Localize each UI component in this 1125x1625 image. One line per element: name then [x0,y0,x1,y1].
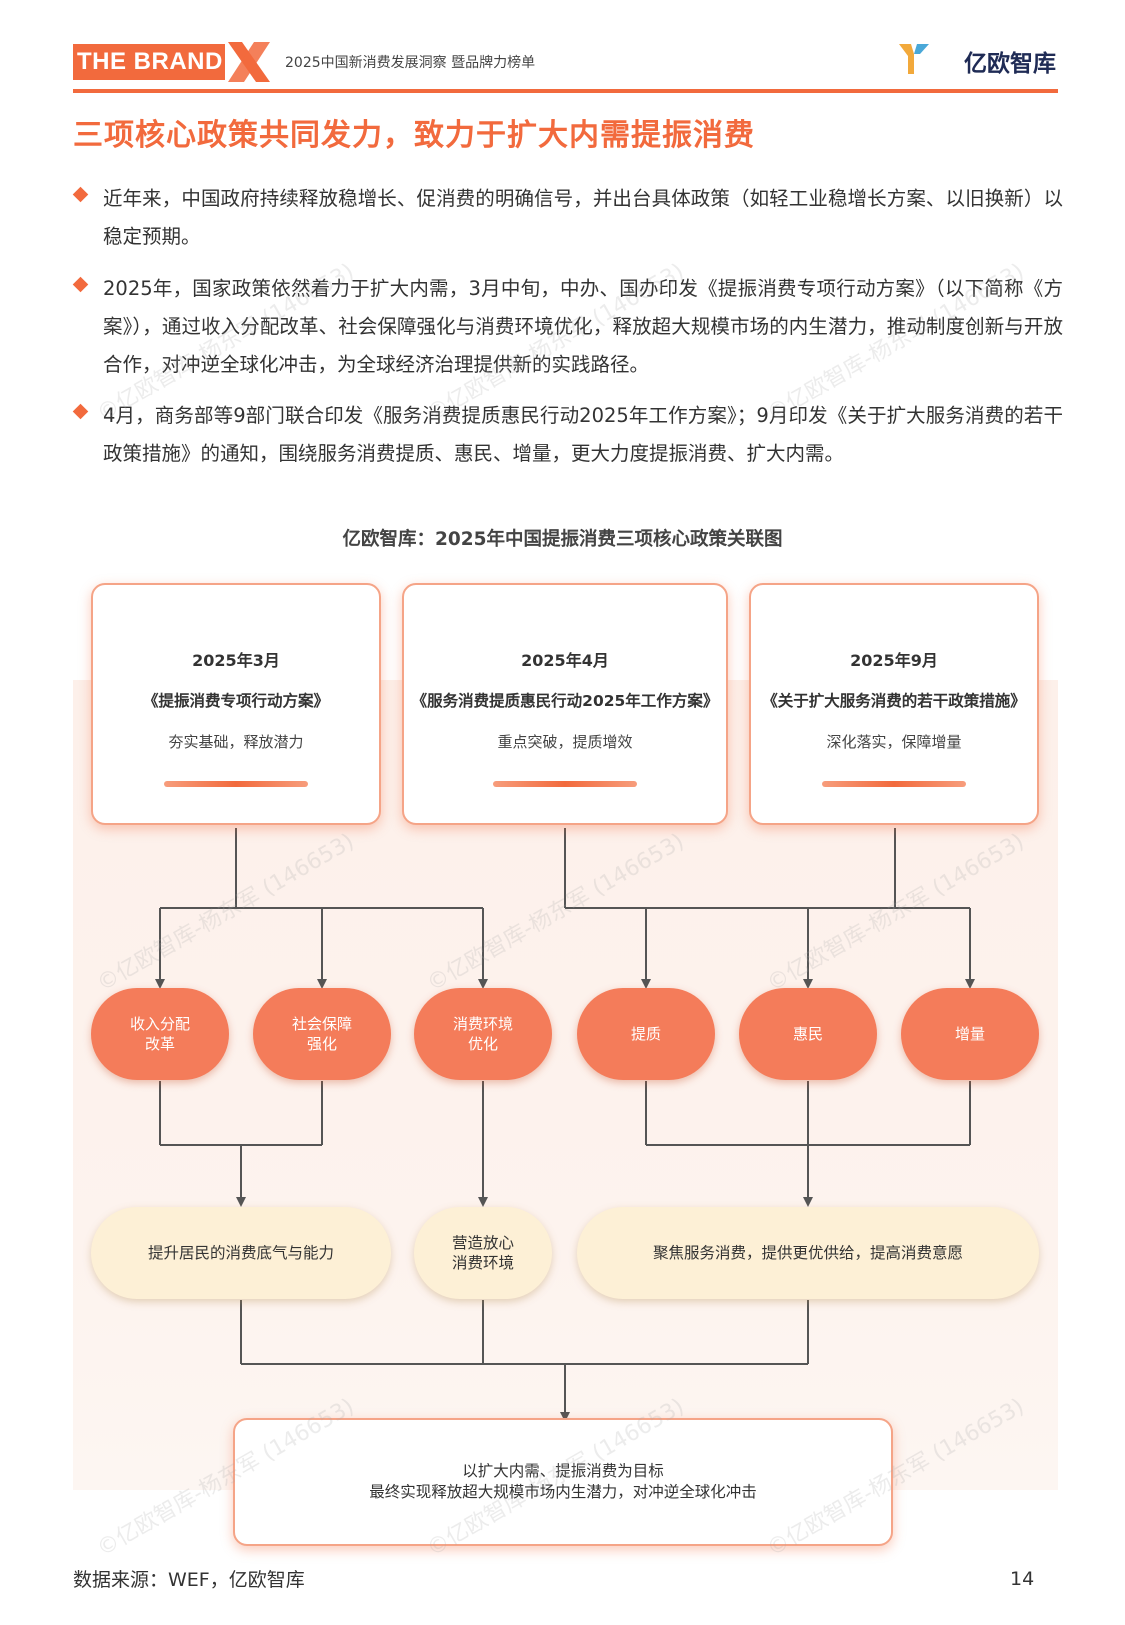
diamond-bullet-icon [72,186,89,203]
report-subtitle: 2025中国新消费发展洞察 暨品牌力榜单 [285,55,536,71]
bullet-text: 2025年，国家政策依然着力于扩大内需，3月中旬，中办、国办印发《提振消费专项行… [103,277,1063,376]
data-source: 数据来源：WEF，亿欧智库 [73,1569,305,1591]
final-goal-box: 以扩大内需、提振消费为目标 最终实现释放超大规模市场内生潜力，对冲逆全球化冲击 [233,1418,893,1546]
page-title: 三项核心政策共同发力，致力于扩大内需提振消费 [73,118,755,153]
pill-line: 强化 [306,1035,337,1053]
bullet-1: 近年来，中国政府持续释放稳增长、促消费的明确信号，并出台具体政策（如轻工业稳增长… [72,180,1063,256]
measure-pill: 惠民 [739,988,877,1080]
pill-line: 增量 [954,1025,985,1043]
bullet-text: 近年来，中国政府持续释放稳增长、促消费的明确信号，并出台具体政策（如轻工业稳增长… [103,187,1063,248]
policy-card-april: 2025年4月 《服务消费提质惠民行动2025年工作方案》 重点突破，提质增效 [402,583,728,825]
goal-pill: 聚焦服务消费，提供更优供给，提高消费意愿 [577,1207,1039,1299]
pill-line: 优化 [467,1035,498,1053]
pill-line: 改革 [144,1035,175,1053]
pill-line: 收入分配 [129,1015,190,1033]
brand-logo-box: THE BRAND [73,44,225,80]
final-line-2: 最终实现释放超大规模市场内生潜力，对冲逆全球化冲击 [369,1483,757,1501]
policy-card-march: 2025年3月 《提振消费专项行动方案》 夯实基础，释放潜力 [91,583,381,825]
pill-line: 消费环境 [452,1015,513,1033]
brand-x-mark [228,42,270,82]
pill-line: 惠民 [792,1025,823,1043]
bullet-2: 2025年，国家政策依然着力于扩大内需，3月中旬，中办、国办印发《提振消费专项行… [72,270,1063,384]
pill-line: 提质 [630,1025,661,1043]
policy-desc: 夯实基础，释放潜力 [168,733,304,751]
iyiou-logo-icon [899,44,929,74]
policy-name: 《提振消费专项行动方案》 [142,692,329,710]
policy-desc: 重点突破，提质增效 [497,733,633,751]
policy-name: 《关于扩大服务消费的若干政策措施》 [762,692,1026,710]
measure-pill: 增量 [901,988,1039,1080]
policy-desc: 深化落实，保障增量 [826,733,962,751]
accent-bar [164,781,308,787]
measure-pill: 社会保障强化 [253,988,391,1080]
measure-pill: 消费环境优化 [414,988,552,1080]
policy-date: 2025年9月 [850,651,938,670]
brand-text: THE BRAND [77,48,223,75]
policy-date: 2025年4月 [521,651,609,670]
policy-date: 2025年3月 [192,651,280,670]
policy-card-september: 2025年9月 《关于扩大服务消费的若干政策措施》 深化落实，保障增量 [749,583,1039,825]
goal-line: 营造放心 [451,1234,514,1252]
accent-bar [822,781,966,787]
diagram-title: 亿欧智库：2025年中国提振消费三项核心政策关联图 [342,529,783,550]
goal-line: 聚焦服务消费，提供更优供给，提高消费意愿 [652,1244,963,1262]
bullet-3: 4月，商务部等9部门联合印发《服务消费提质惠民行动2025年工作方案》；9月印发… [72,397,1063,473]
header-rule [73,89,1058,93]
measure-pill: 收入分配改革 [91,988,229,1080]
goal-line: 提升居民的消费底气与能力 [147,1244,334,1262]
logo-text: 亿欧智库 [964,51,1056,77]
page-number: 14 [1010,1568,1035,1590]
goal-line: 消费环境 [451,1254,514,1272]
goal-pill: 提升居民的消费底气与能力 [91,1207,391,1299]
measure-pill: 提质 [577,988,715,1080]
policy-name: 《服务消费提质惠民行动2025年工作方案》 [411,692,719,710]
bullet-text: 4月，商务部等9部门联合印发《服务消费提质惠民行动2025年工作方案》；9月印发… [103,404,1063,465]
accent-bar [493,781,637,787]
pill-line: 社会保障 [291,1015,352,1033]
diamond-bullet-icon [72,403,89,420]
goal-pill: 营造放心消费环境 [414,1207,552,1299]
diamond-bullet-icon [72,276,89,293]
final-line-1: 以扩大内需、提振消费为目标 [462,1462,664,1480]
